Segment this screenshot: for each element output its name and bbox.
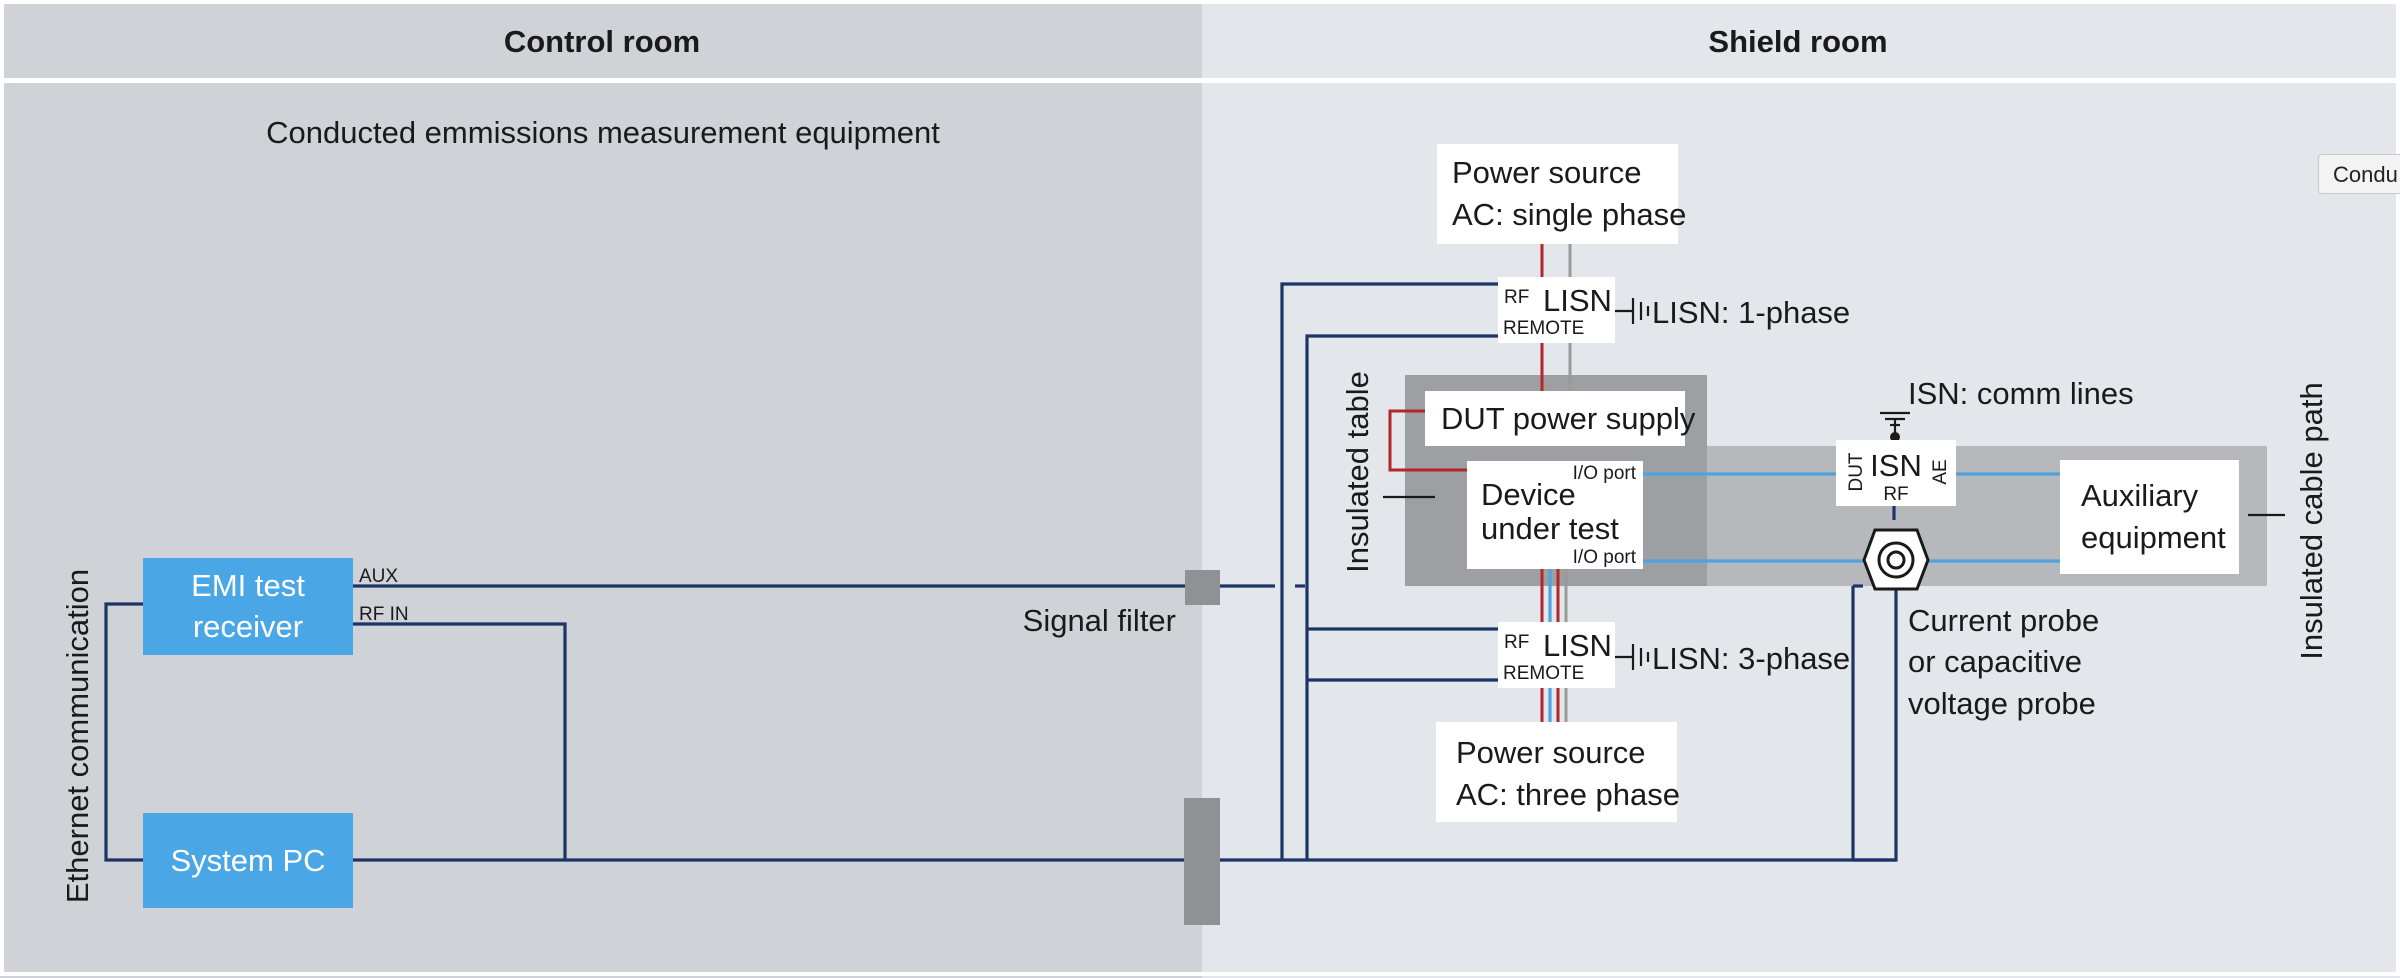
leader-lines [1383,309,2285,659]
control-room-title: Control room [504,24,700,59]
tooltip: Condu [2318,154,2400,194]
isn-rf-port: RF [1883,484,1908,505]
current-probe-icon [1862,528,1930,591]
signal-filter-main [1184,798,1220,925]
isn-name: ISN [1870,448,1922,483]
ethernet-communication-label: Ethernet communication [60,569,95,903]
power-three-line2: AC: three phase [1456,777,1680,812]
power-single-line2: AC: single phase [1452,197,1686,232]
auxiliary-equipment [2060,460,2239,574]
signal-filter-aux [1185,570,1220,605]
system-pc [143,813,353,908]
shield-room-title: Shield room [1708,24,1887,59]
ground-icon-isn [1880,411,1910,442]
dut-power-supply [1425,391,1685,446]
lisn1-label: LISN: 1-phase [1652,295,1850,330]
probe-line3: voltage probe [1908,686,2096,721]
dut-line1: Device [1481,477,1576,512]
power-three-line1: Power source [1456,735,1646,770]
lisn-1-phase [1498,277,1615,343]
lisn3-rf: RF [1504,632,1529,653]
comm-lines [1643,472,2060,563]
header-divider [4,78,2396,83]
insulated-table-label: Insulated table [1340,371,1375,573]
aux-equipment-line1: Auxiliary [2081,478,2199,513]
system-pc-label: System PC [170,843,325,878]
dut-io-port-bottom: I/O port [1573,547,1637,568]
lisn3-label: LISN: 3-phase [1652,641,1850,676]
probe-line1: Current probe [1908,603,2099,638]
control-room-header-bar [4,4,1202,78]
signal-filter-label: Signal filter [1023,603,1176,638]
isn-ae-port: AE [1930,459,1951,484]
rf-in-port-label: RF IN [359,604,409,625]
power-single-line1: Power source [1452,155,1642,190]
device-under-test [1467,461,1643,569]
lisn1-rf: RF [1504,287,1529,308]
lisn1-name: LISN [1543,283,1612,318]
dut-io-port-top: I/O port [1573,463,1637,484]
lisn1-remote: REMOTE [1503,318,1584,339]
isn-label: ISN: comm lines [1908,376,2134,411]
lisn3-name: LISN [1543,628,1612,663]
dut-power-supply-label: DUT power supply [1441,401,1696,436]
emi-test-receiver-line1: EMI test [191,568,305,603]
insulated-cable-path-label: Insulated cable path [2294,382,2329,660]
lisn-3-phase [1498,622,1615,688]
ground-icon-lisn3 [1631,644,1650,670]
aux-port-label: AUX [359,566,398,587]
shield-room-header-bar [1202,4,2396,78]
isn-comm-lines [1836,440,1956,506]
aux-equipment-line2: equipment [2081,520,2226,555]
power-source-three-phase [1436,722,1677,822]
isn-dut-port: DUT [1846,452,1867,491]
equipment-caption: Conducted emmissions measurement equipme… [266,115,940,150]
measurement-cables [104,282,1898,862]
probe-line2: or capacitive [1908,644,2082,679]
power-source-single-phase [1437,144,1678,244]
dut-line2: under test [1481,511,1619,546]
emi-test-receiver-line2: receiver [193,609,303,644]
ground-icon-lisn1 [1631,298,1650,324]
emi-test-receiver [143,558,353,655]
lisn3-remote: REMOTE [1503,663,1584,684]
